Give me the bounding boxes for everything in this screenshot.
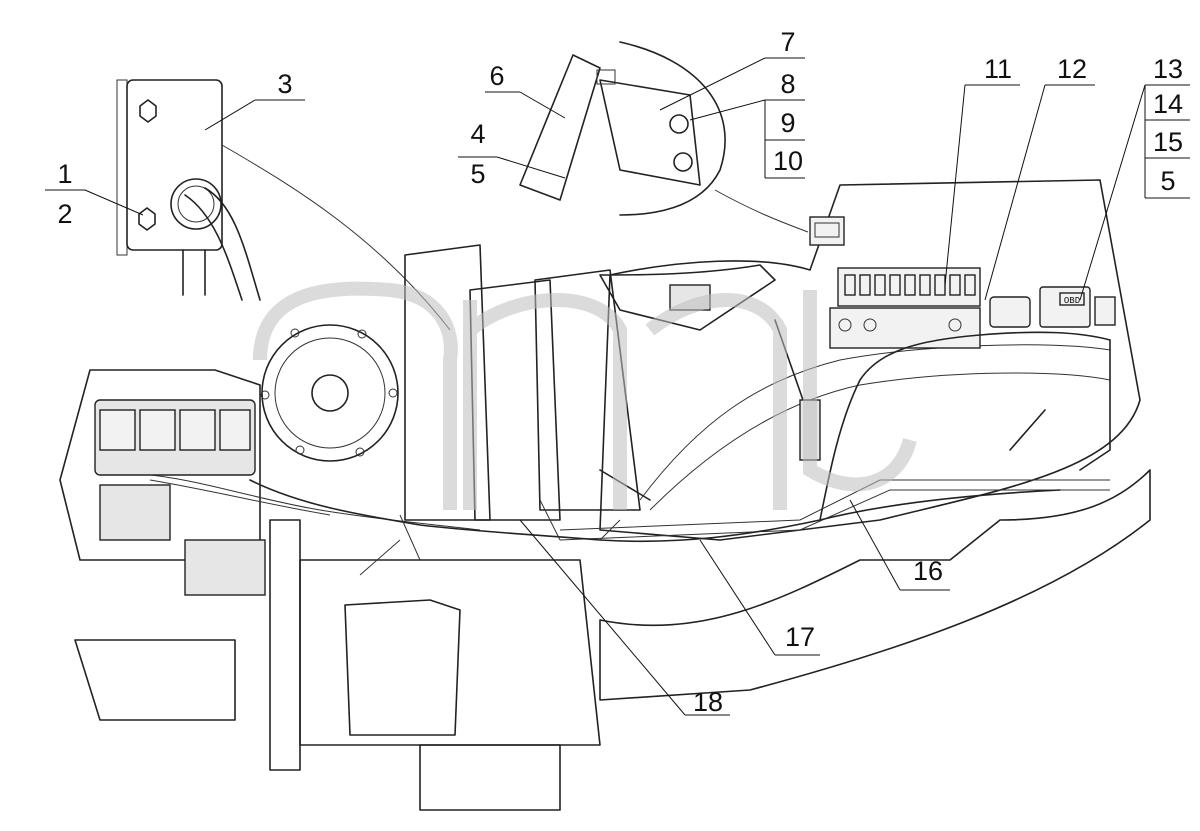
callout-8: 8 (780, 69, 795, 99)
callout-11: 11 (984, 54, 1012, 84)
callout-17: 17 (785, 622, 815, 652)
callout-2: 2 (57, 199, 72, 229)
control-panel: OBD (809, 216, 1116, 349)
callout-5a: 5 (470, 159, 485, 189)
callout-10: 10 (773, 146, 803, 176)
callout-15: 15 (1153, 127, 1183, 157)
callout-14: 14 (1153, 89, 1183, 119)
engine-block (94, 399, 481, 596)
callout-16: 16 (913, 556, 943, 586)
vehicle-outline (59, 179, 1151, 811)
callout-3: 3 (277, 69, 292, 99)
air-cleaner (260, 324, 399, 462)
callout-1: 1 (57, 159, 72, 189)
callout-9: 9 (780, 108, 795, 138)
watermark (253, 281, 917, 510)
inset-mounting-bracket (519, 41, 809, 233)
display-label: OBD (1064, 296, 1080, 306)
wiring-harness (249, 331, 1111, 576)
callout-13: 13 (1153, 54, 1183, 84)
callout-18: 18 (693, 687, 723, 717)
callout-4: 4 (470, 119, 485, 149)
callout-5b: 5 (1160, 166, 1175, 196)
callout-6: 6 (489, 61, 504, 91)
leader-lines (45, 57, 1190, 716)
callout-labels: 1 2 3 4 5 6 7 8 9 10 11 12 13 14 15 5 16… (57, 27, 1183, 717)
callout-12: 12 (1057, 54, 1087, 84)
callout-7: 7 (780, 27, 795, 57)
